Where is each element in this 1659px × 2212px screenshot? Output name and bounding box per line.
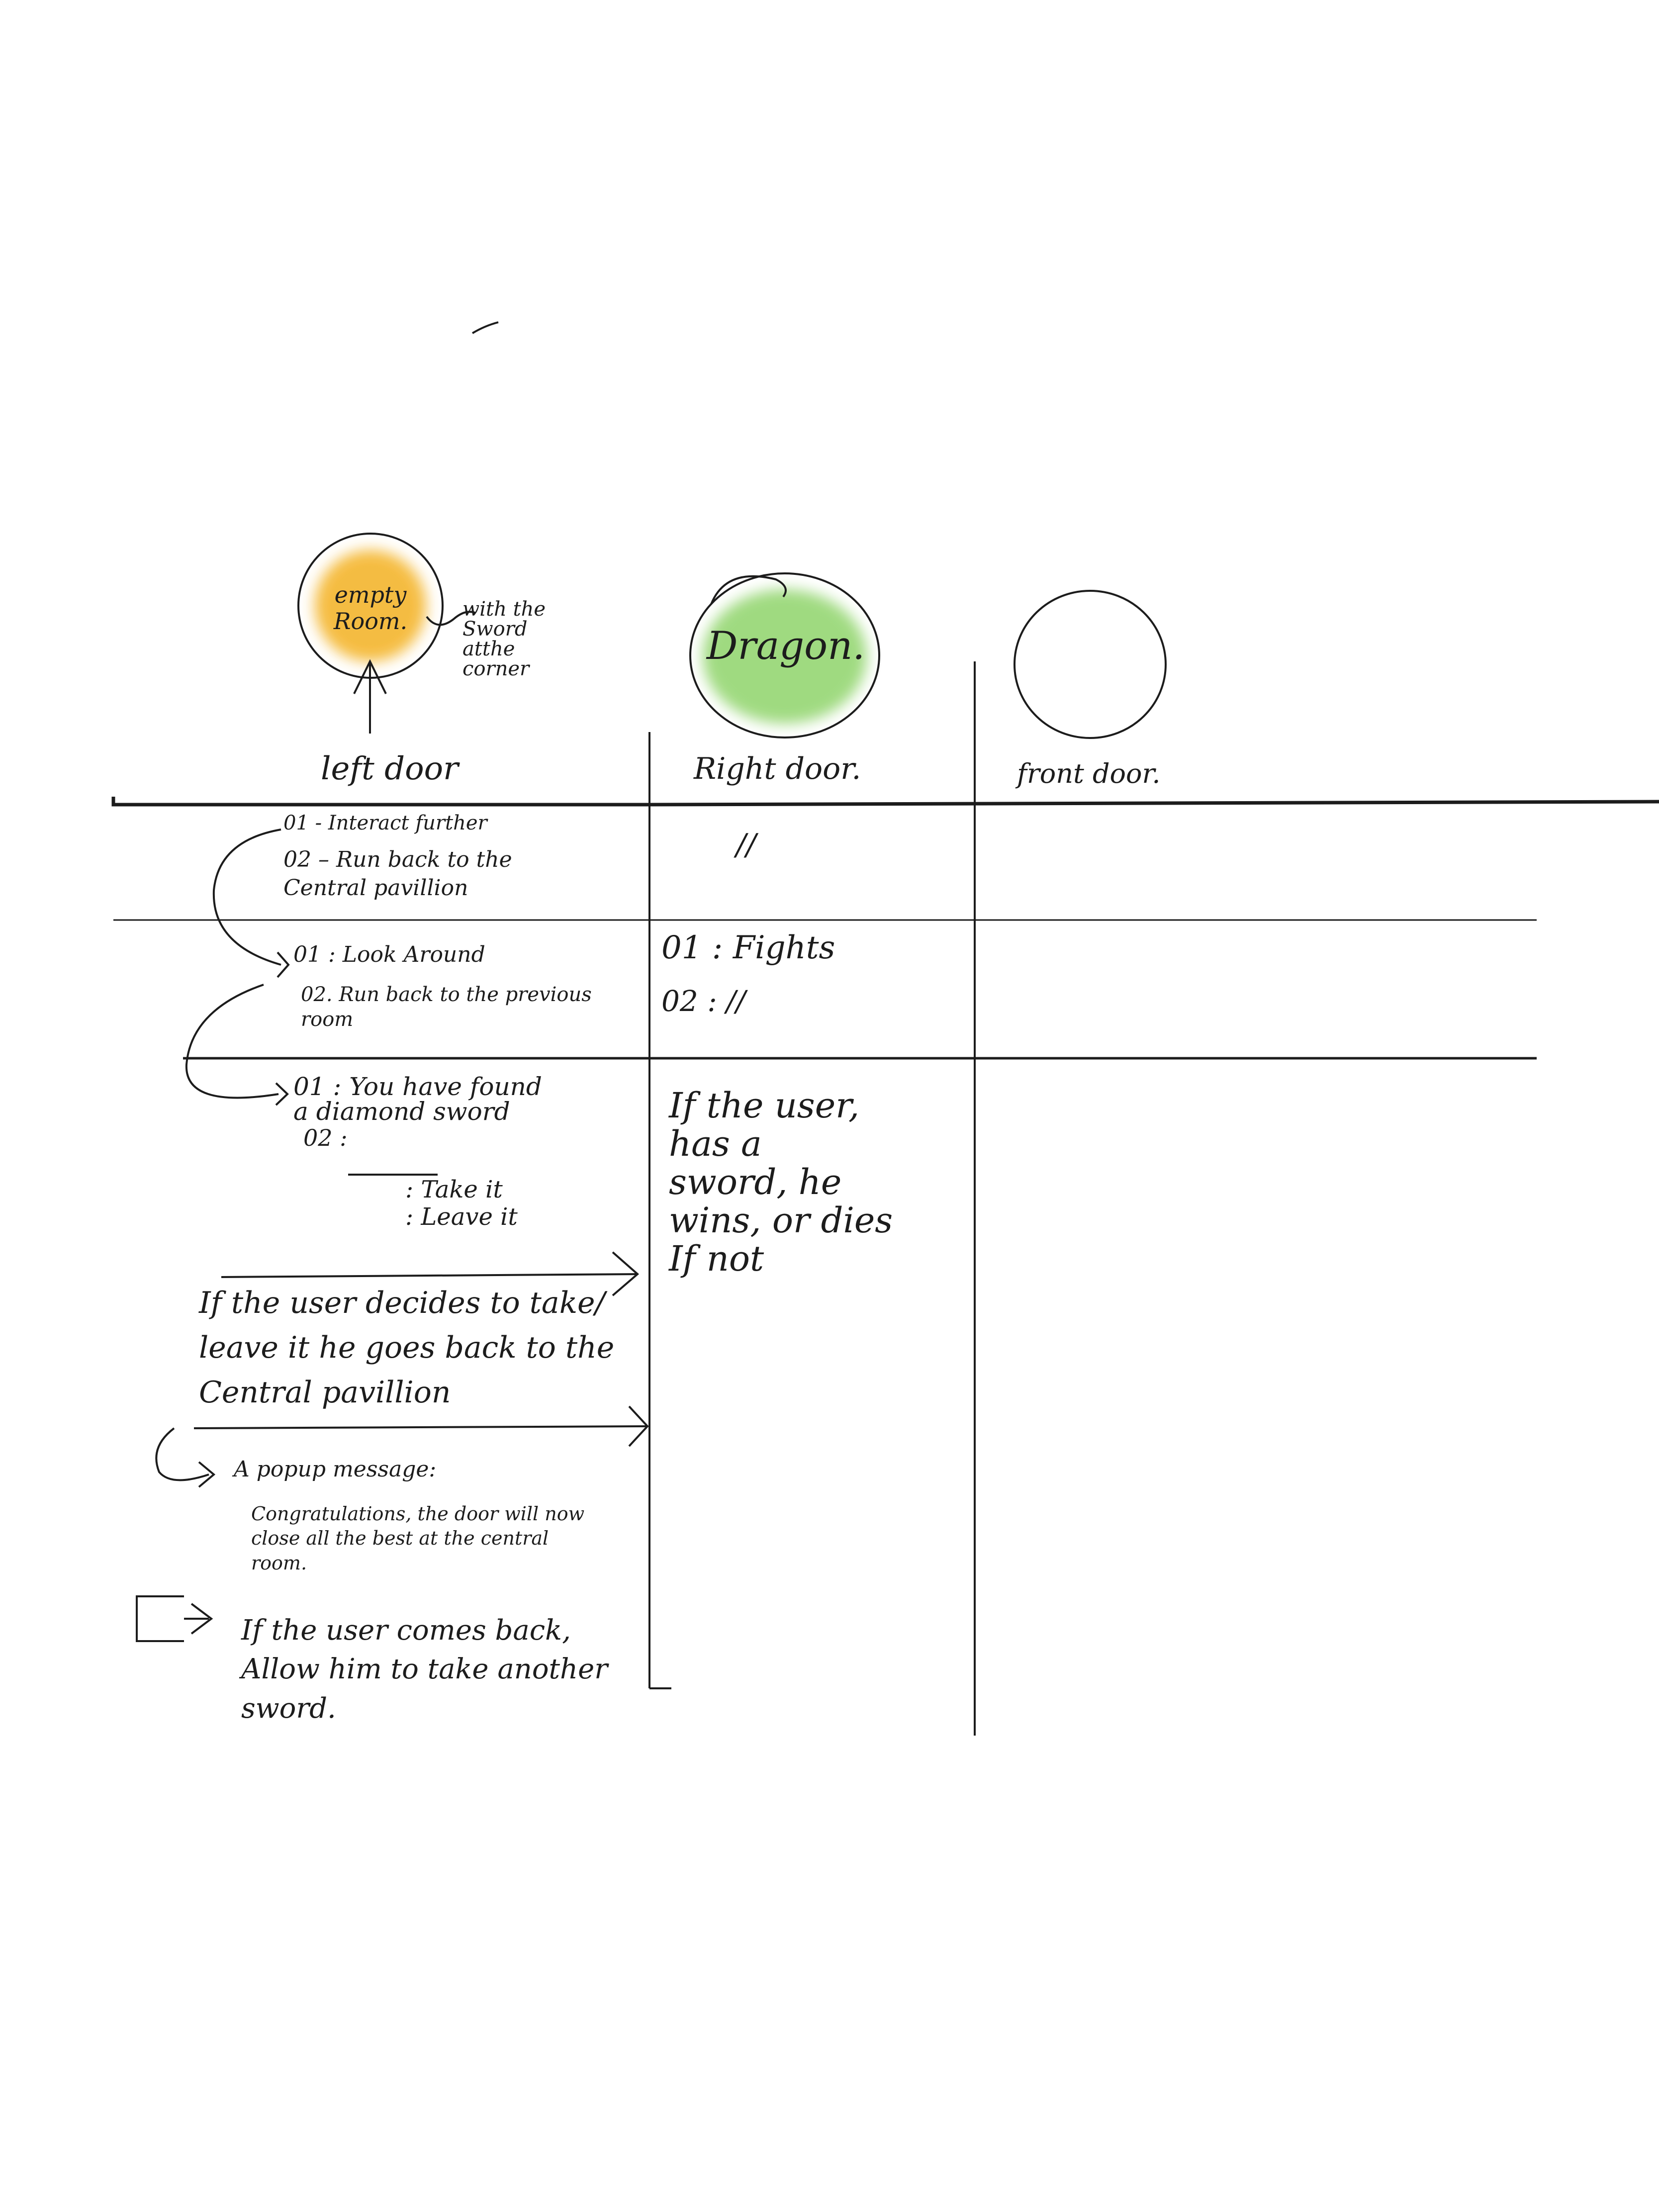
left-row3-leave-choice: : Leave it	[405, 1203, 518, 1231]
popup-loop-arrow	[155, 1427, 209, 1481]
comeback-box	[136, 1595, 184, 1642]
note-bottom-arrow	[628, 1405, 649, 1447]
empty-room-label: empty Room.	[333, 581, 408, 635]
left-row1-option-1: 01 - Interact further	[283, 812, 487, 834]
dragon-room-node	[689, 572, 880, 738]
entrance-arrow-head	[353, 659, 387, 694]
left-row3-option-1: 01 : You have found a diamond sword	[293, 1072, 542, 1126]
header-right-door: Right door.	[694, 751, 861, 786]
comeback-arrow	[184, 1603, 213, 1635]
header-left-door: left door	[321, 750, 459, 787]
dragon-room-label: Dragon.	[706, 624, 865, 668]
left-row1-option-2: 02 – Run back to the Central pavillion	[283, 847, 512, 901]
flow-arrow-1	[276, 951, 290, 978]
note-top-line	[221, 1273, 638, 1278]
empty-room-note: with the Sword atthe corner	[462, 598, 546, 680]
right-row2-option-2: 02 : //	[661, 984, 746, 1018]
popup-label: A popup message:	[234, 1457, 437, 1482]
comeback-note: If the user comes back, Allow him to tak…	[241, 1614, 608, 1725]
popup-text: Congratulations, the door will now close…	[251, 1503, 585, 1574]
left-row3-take-choice: : Take it	[405, 1176, 503, 1203]
front-room-node	[1014, 590, 1167, 739]
left-row3-option-2: 02 :	[303, 1124, 348, 1151]
flow-bracket-1	[212, 829, 281, 966]
note-top-arrow	[612, 1251, 640, 1296]
left-row2-option-2: 02. Run back to the previous room	[301, 983, 592, 1031]
popup-loop-head	[198, 1461, 216, 1488]
right-row3-rule: If the user, has a sword, he wins, or di…	[669, 1085, 893, 1279]
decide-note: If the user decides to take/ leave it he…	[199, 1286, 615, 1410]
left-row2-option-1: 01 : Look Around	[293, 942, 485, 967]
header-front-door: front door.	[1017, 758, 1161, 789]
note-bottom-line	[193, 1425, 648, 1429]
flow-arrow-2	[275, 1082, 289, 1106]
right-row1-ditto: //	[736, 828, 756, 862]
right-row2-option-1: 01 : Fights	[661, 929, 835, 966]
header-baseline	[111, 797, 1659, 807]
room-to-note-connector	[426, 611, 475, 626]
flow-bracket-2	[185, 984, 279, 1099]
stray-mark	[471, 321, 499, 334]
